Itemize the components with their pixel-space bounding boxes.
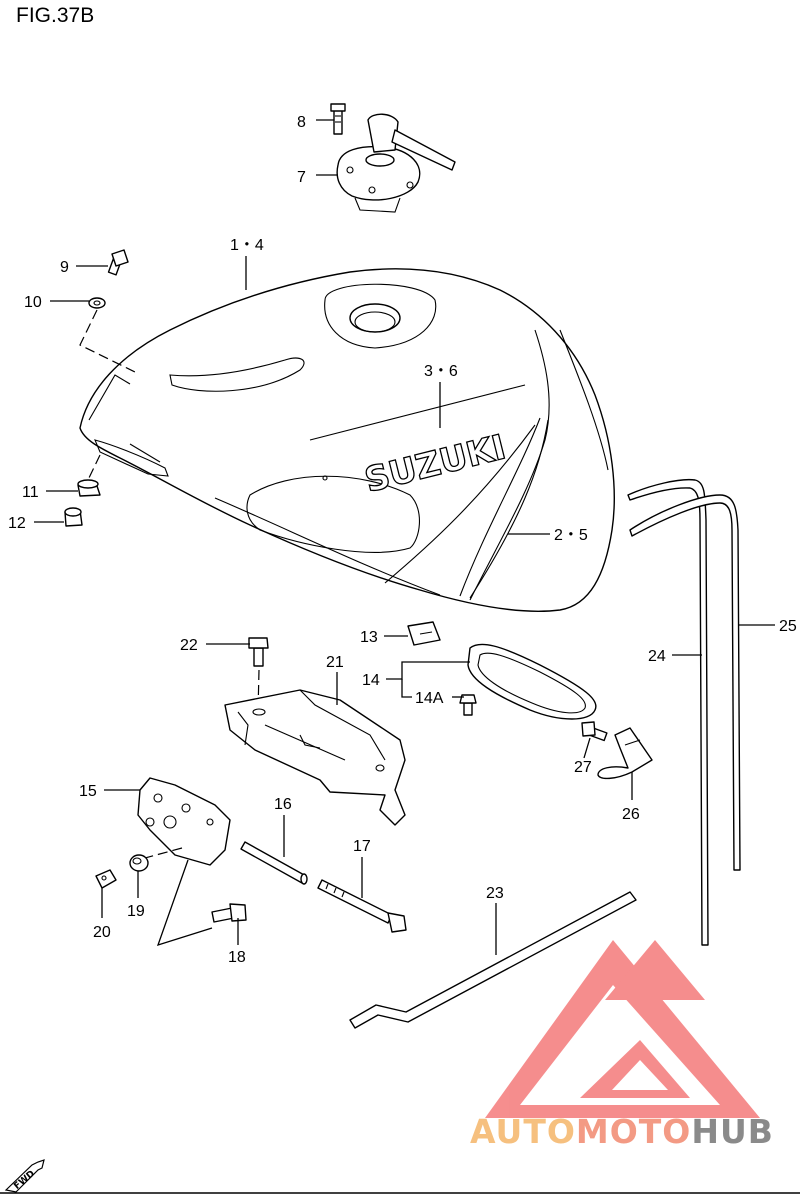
gasket-14 [467,643,597,720]
fuel-cap-assembly [330,103,456,213]
callout-27: 27 [574,759,592,776]
watermark-part-3: HUB [691,1112,774,1151]
callout-20: 20 [93,924,111,941]
bolt-9 [107,249,129,276]
fuel-tank: SUZUKI [79,268,615,612]
watermark-logo [485,940,760,1118]
callout-22: 22 [180,637,198,654]
bolt-22 [248,637,269,667]
callout-12: 12 [8,515,26,532]
callout-17: 17 [353,838,371,855]
callout-7: 7 [297,169,306,186]
leader-15-18 [156,859,213,947]
watermark-text: AUTOMOTOHUB [470,1112,774,1151]
fwd-arrow-icon: FWD [4,1159,45,1193]
leader-dash-15 [129,847,183,863]
bolt-27 [581,721,608,742]
watermark-part-1: AUTO [470,1112,576,1151]
callout-14a: 14A [415,690,444,707]
callout-8: 8 [297,114,306,131]
screw-20 [95,869,117,889]
callout-18: 18 [228,949,246,966]
clamp-26 [597,727,653,780]
washer-10 [88,297,106,309]
figure-title: FIG.37B [16,4,95,27]
grommet-12 [64,507,83,527]
callout-16: 16 [274,796,292,813]
callout-3-6: 3・6 [424,363,458,380]
callout-19: 19 [127,903,145,920]
callout-11: 11 [22,484,39,501]
pipe-16 [240,841,308,885]
callout-13: 13 [360,629,378,646]
callout-2-5: 2・5 [554,527,588,544]
bracket-15 [137,777,231,866]
hoses [627,478,741,946]
rod-23 [349,891,637,1029]
callout-25: 25 [779,618,797,635]
grommet-11 [77,479,101,497]
callout-10: 10 [24,294,42,311]
callout-24: 24 [648,648,666,665]
bolt-18 [211,903,247,923]
bracket-21 [224,689,406,826]
collar-19 [129,854,149,872]
leader-dash-10 [79,309,136,373]
leader-dash-11 [87,454,101,481]
leader-lines [34,119,775,955]
callout-9: 9 [60,259,69,276]
callout-23: 23 [486,885,504,902]
callout-15: 15 [79,783,97,800]
callout-21: 21 [326,654,344,671]
watermark-part-2: MOTO [575,1112,692,1151]
bolt-17 [317,879,407,933]
callout-26: 26 [622,806,640,823]
callout-labels: 8 7 1・4 9 10 3・6 11 12 2・5 25 13 22 24 2… [8,114,797,966]
bolt-14a [459,694,477,716]
callout-1-4: 1・4 [230,237,264,254]
callout-14: 14 [362,672,380,689]
